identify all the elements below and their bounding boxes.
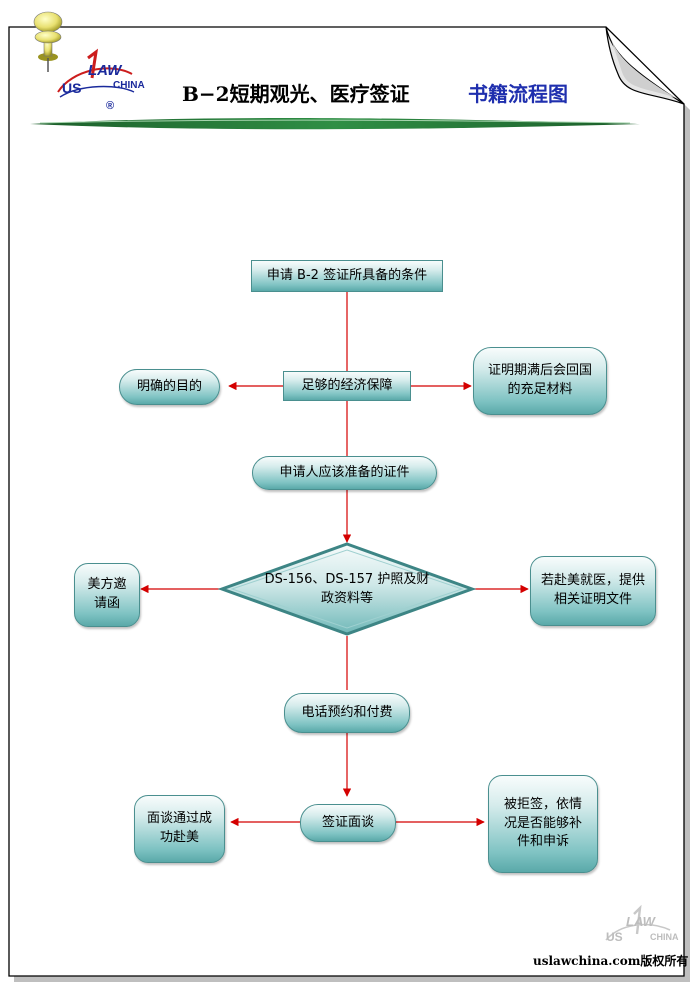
page-title: B−2短期观光、医疗签证 [182, 82, 410, 106]
logo-us-text: US [62, 80, 82, 96]
watermark-china-text: CHINA [650, 932, 679, 942]
node-return: 证明期满后会回国的充足材料 [473, 347, 607, 415]
node-invitation: 美方邀请函 [74, 563, 140, 627]
connectors [140, 292, 529, 827]
node-interview: 签证面谈 [300, 804, 396, 842]
watermark-logo-graphic [605, 904, 671, 941]
logo-china-text: CHINA [113, 80, 145, 91]
node-conditions: 申请 B-2 签证所具备的条件 [251, 260, 443, 292]
decision-diamond-inner [230, 549, 464, 629]
node-success: 面谈通过成功赴美 [134, 795, 225, 863]
node-refused: 被拒签，依情况是否能够补件和申诉 [488, 775, 598, 873]
header-divider [30, 118, 640, 130]
node-appointment: 电话预约和付费 [284, 693, 410, 733]
node-purpose: 明确的目的 [119, 369, 220, 405]
page-curl-fold [609, 33, 676, 98]
page-subtitle: 书籍流程图 [468, 82, 568, 106]
decision-diamond [217, 542, 477, 636]
watermark-law-text: LAW [626, 914, 655, 929]
uslawchina-logo-graphic [57, 48, 135, 98]
page-curl [605, 26, 685, 105]
logo-law-text: LAW [88, 62, 122, 79]
push-pin-icon [33, 11, 63, 72]
watermark-us-text: US [606, 930, 623, 944]
node-medical: 若赴美就医，提供相关证明文件 [530, 556, 656, 626]
node-economic: 足够的经济保障 [283, 371, 411, 401]
logo-registered-mark: ® [106, 100, 115, 112]
node-documents: 申请人应该准备的证件 [252, 456, 437, 490]
node-ds-forms: DS-156、DS-157 护照及财政资料等 [264, 572, 430, 606]
copyright-text: uslawchina.com版权所有 [533, 954, 689, 968]
